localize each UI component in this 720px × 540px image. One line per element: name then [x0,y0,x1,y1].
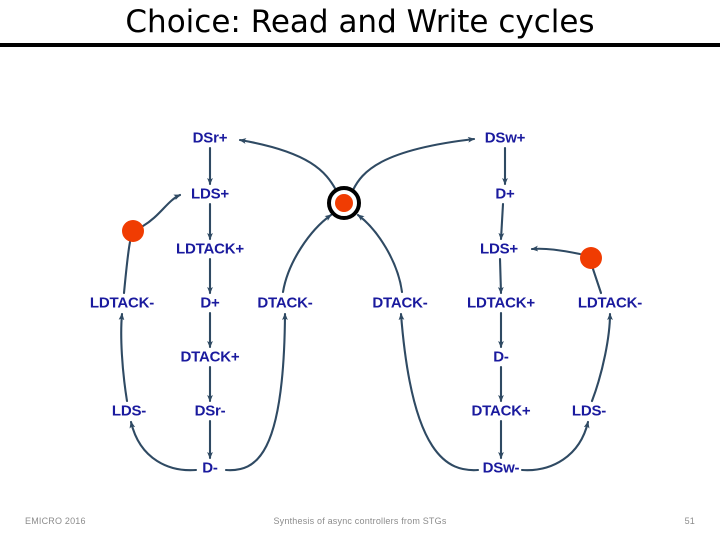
transition-label-dsr-plus: DSr+ [192,129,228,147]
title-divider [0,43,720,47]
transition-label-dsw-minus: DSw- [482,459,520,477]
arc-right-place-to-lds-plus [530,245,582,256]
transition-label-d-plus: D+ [200,294,220,312]
arc-dtack-minus-right-to-choice [356,213,404,294]
footer-subject: Synthesis of async controllers from STGs [273,516,447,526]
transition-label-lds-minus-right: LDS- [571,402,607,420]
transition-label-ldtack-plus: LDTACK+ [176,240,244,258]
transition-label-dsr-minus: DSr- [194,402,226,420]
footer-page-number: 51 [684,516,695,526]
transition-label-ldtack-plus-right: LDTACK+ [467,294,535,312]
arc-dsw-minus-to-lds-minus-right [520,420,590,472]
page-title: Choice: Read and Write cycles [125,4,595,40]
stg-arcs [118,136,613,472]
transition-label-lds-minus: LDS- [111,402,147,420]
transition-label-ldtack-minus-right: LDTACK- [577,294,643,312]
transition-label-d-minus: D- [202,459,218,477]
arc-lds-minus-to-ldtack-minus-right [590,312,613,403]
arc-choice-to-dsw-plus [351,136,476,192]
transition-label-dtack-minus-left: DTACK- [257,294,313,312]
transition-label-d-plus-right: D+ [495,185,515,203]
arc-left-place-to-lds-plus [141,193,182,228]
arc-ldtack-minus-to-right-place [591,267,603,295]
arc-d-minus-to-lds-minus [129,420,198,472]
arc-ldtack-minus-to-left-place [122,240,132,295]
place-choice-token [335,194,353,212]
transition-label-dtack-plus-right: DTACK+ [471,402,531,420]
transition-label-lds-plus-right: LDS+ [480,240,518,258]
arc-choice-to-dsr-plus [238,138,338,192]
arc-d-plus-to-lds-plus-right [498,202,505,241]
arc-lds-plus-to-ldtack-plus-right [497,257,504,295]
transition-label-lds-plus: LDS+ [191,185,229,203]
arc-d-minus-to-dtack-minus-left [224,312,288,472]
arc-dtack-minus-left-to-choice [281,213,333,294]
stg-places [122,186,602,269]
arc-lds-minus-to-ldtack-minus [118,312,129,403]
transition-label-dsw-plus: DSw+ [484,129,526,147]
arc-dsw-minus-to-dtack-minus-right [398,312,480,472]
footer-conference: EMICRO 2016 [25,516,86,526]
place-right-token [580,247,602,269]
transition-label-dtack-minus-right: DTACK- [372,294,428,312]
place-left-token [122,220,144,242]
transition-label-ldtack-minus: LDTACK- [89,294,155,312]
transition-label-d-minus-right: D- [493,348,509,366]
transition-label-dtack-plus: DTACK+ [180,348,240,366]
